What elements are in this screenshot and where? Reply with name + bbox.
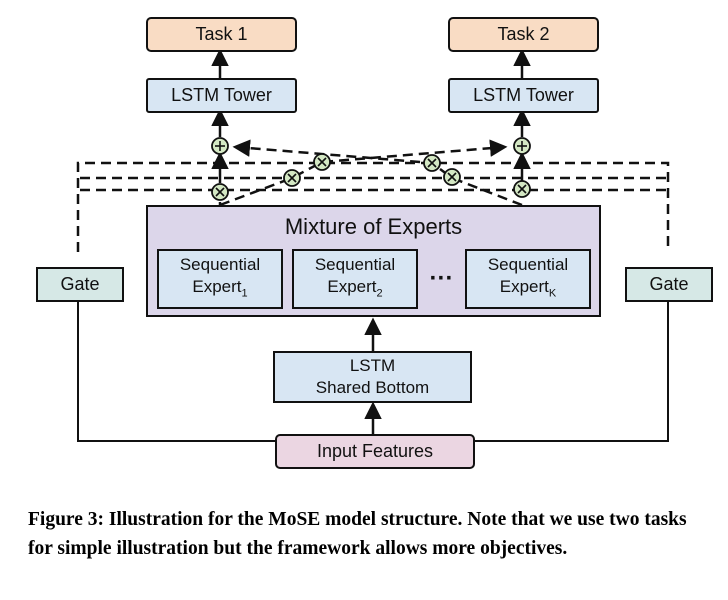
gate-left-box (36, 267, 124, 302)
sum-node-right (513, 137, 531, 155)
mult-node-right-vertical (513, 180, 531, 198)
mult-node-left-cross-2 (313, 153, 331, 171)
mult-node-left-cross-1 (283, 169, 301, 187)
shared-bottom-box (273, 351, 472, 403)
gate-right-box (625, 267, 713, 302)
tower2-box (448, 78, 599, 113)
expert2-box (292, 249, 418, 309)
cross-line-right-to-left (232, 139, 523, 207)
expert1-box (157, 249, 283, 309)
task1-box (146, 17, 297, 52)
input-box (275, 434, 475, 469)
gate-right-input-line (474, 288, 669, 442)
mose-diagram: Task 1 Task 2 LSTM Tower LSTM Tower Mixt… (36, 17, 713, 469)
tower1-box (146, 78, 297, 113)
task2-box (448, 17, 599, 52)
cross-line-left-to-right (219, 139, 508, 207)
diagram-svg (36, 17, 713, 469)
gate-wire-outer (76, 161, 670, 252)
expertK-box (465, 249, 591, 309)
sum-node-left (211, 137, 229, 155)
mult-node-left-vertical (211, 183, 229, 201)
gate-left-input-line (77, 288, 276, 442)
mult-node-right-cross-2 (443, 168, 461, 186)
mult-node-right-cross-1 (423, 154, 441, 172)
figure-caption: Figure 3: Illustration for the MoSE mode… (28, 509, 687, 559)
